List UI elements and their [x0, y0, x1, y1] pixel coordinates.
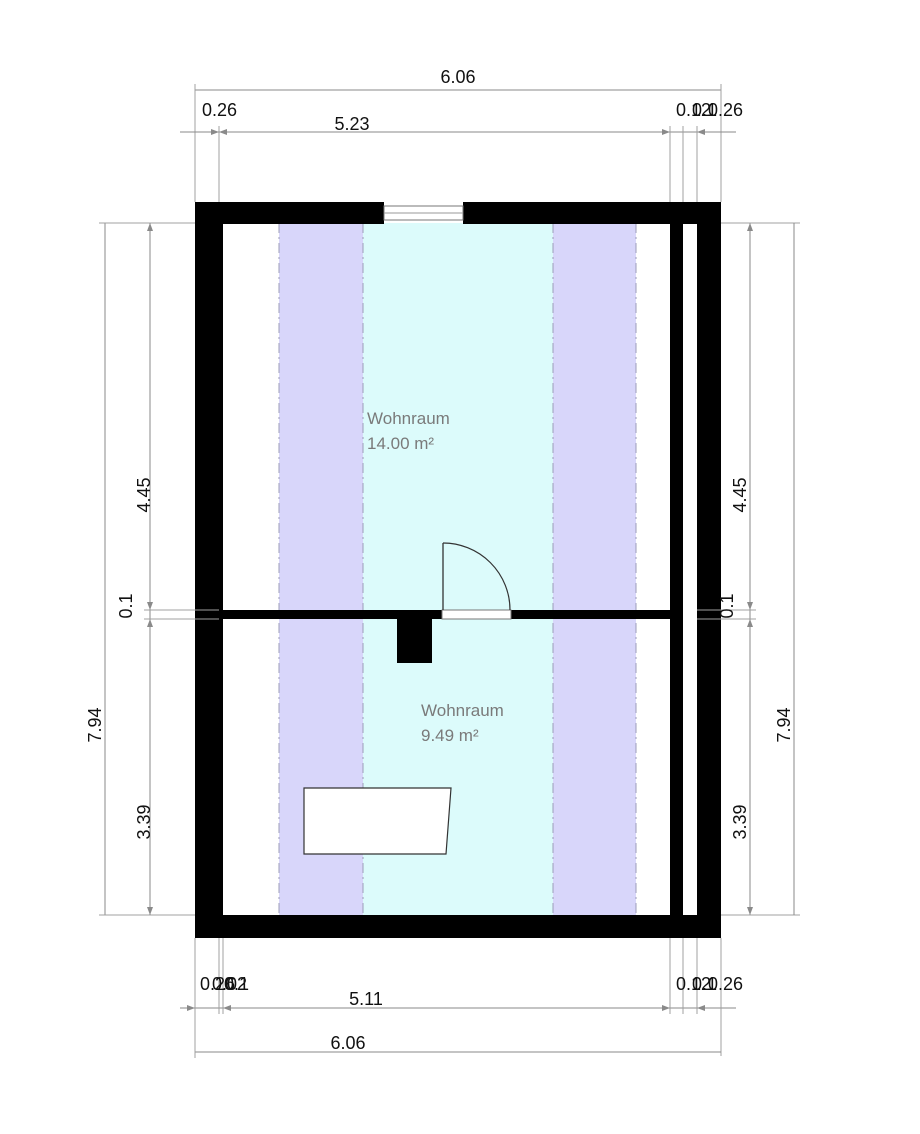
- door-swing-arc: [442, 542, 511, 611]
- wall-top-left: [195, 202, 384, 224]
- partition-wall-left: [219, 610, 442, 619]
- dimension-layer: 6.06 0.26 5.23 0.12 0.1 0.26 0.26 0.02 0…: [85, 67, 800, 1058]
- dim-top-right-cluster: 0.12: [676, 100, 711, 120]
- dim-bottom-right-wall: 0.26: [708, 974, 743, 994]
- roof-slope-zone-right: [553, 223, 636, 915]
- wall-top-right: [463, 202, 721, 224]
- room-area: 14.00 m²: [367, 434, 434, 453]
- room-label-upper: Wohnraum 14.00 m²: [367, 409, 450, 453]
- room-name: Wohnraum: [367, 409, 450, 428]
- dim-left-overall: 7.94: [85, 707, 105, 742]
- dim-right-lower: 3.39: [730, 804, 750, 839]
- dim-top-left-wall: 0.26: [202, 100, 237, 120]
- dim-bottom-right-cluster: 0.12: [676, 974, 711, 994]
- zone-layer: [278, 223, 637, 915]
- door-opening: [441, 609, 512, 620]
- dim-right-upper: 4.45: [730, 477, 750, 512]
- top-window: [383, 205, 464, 221]
- dim-bottom-overall: 6.06: [330, 1033, 365, 1053]
- wall-bottom: [195, 915, 721, 938]
- room-area: 9.49 m²: [421, 726, 479, 745]
- dim-bottom-right-a: 0.1: [692, 974, 717, 994]
- dim-left-middle: 0.1: [116, 593, 136, 618]
- dim-top-right-wall: 0.26: [708, 100, 743, 120]
- dim-top-overall: 6.06: [440, 67, 475, 87]
- dim-bottom-inner: 5.11: [349, 989, 383, 1009]
- dim-top-inner: 5.23: [334, 114, 369, 134]
- room-name: Wohnraum: [421, 701, 504, 720]
- partition-wall-right: [511, 610, 670, 619]
- dim-bottom-left-a: 0.02: [212, 974, 247, 994]
- dim-top-right-a: 0.1: [692, 100, 717, 120]
- dim-bottom-left-cluster: 0.26: [200, 974, 235, 994]
- chimney: [397, 619, 432, 663]
- room-label-lower: Wohnraum 9.49 m²: [421, 701, 504, 745]
- dim-right-overall: 7.94: [774, 707, 794, 742]
- wall-right-inner: [670, 202, 683, 938]
- door[interactable]: [441, 542, 512, 620]
- dim-left-upper: 4.45: [134, 477, 154, 512]
- dim-right-middle: 0.1: [717, 593, 737, 618]
- dim-left-lower: 3.39: [134, 804, 154, 839]
- wall-right: [697, 202, 721, 938]
- wall-left-inner-thin: [219, 222, 223, 916]
- dim-bottom-left-b: 0.1: [224, 974, 249, 994]
- wall-left: [195, 202, 219, 938]
- roof-window: [303, 787, 452, 855]
- wall-layer: [195, 202, 721, 938]
